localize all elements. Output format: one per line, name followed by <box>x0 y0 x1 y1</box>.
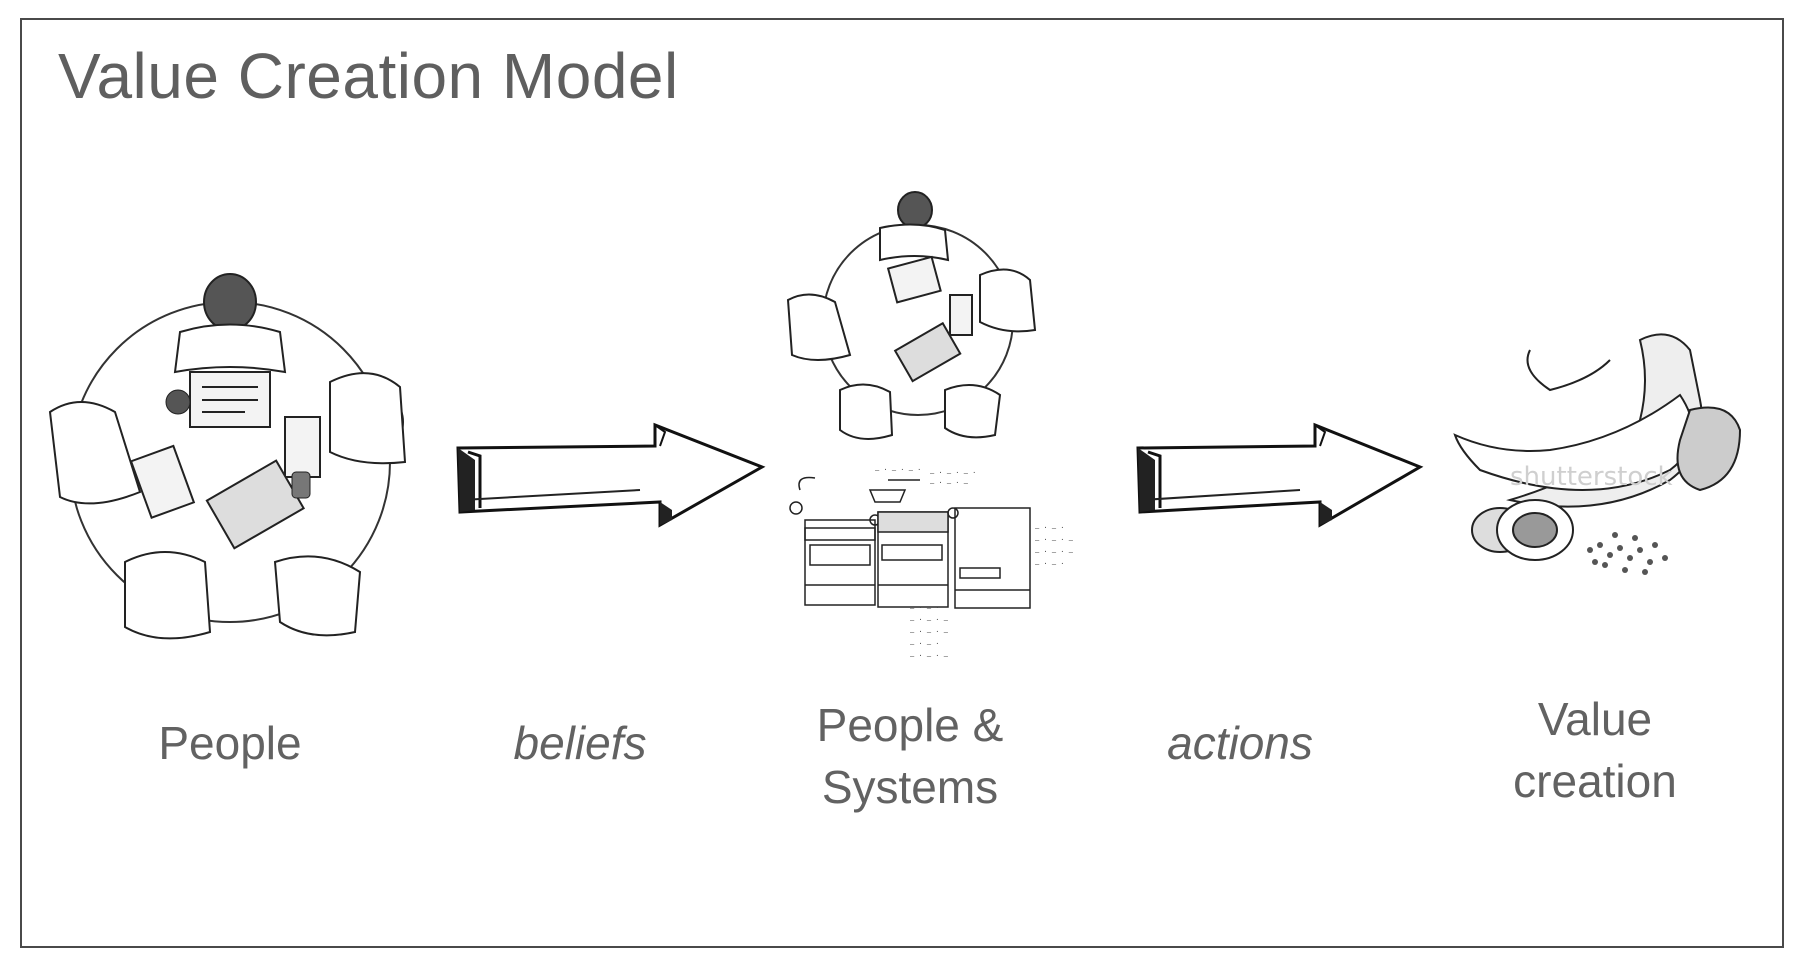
meeting-table-icon <box>30 262 420 662</box>
svg-text:— · — ·: — · — · <box>1035 560 1065 568</box>
stage-label-value-creation: Value creation <box>1470 688 1720 812</box>
connector-label-text: beliefs <box>513 717 647 769</box>
chili-pepper-icon: shutterstock <box>1440 320 1770 610</box>
svg-text:— · — · —: — · — · — <box>1035 548 1074 556</box>
svg-text:— · — ·: — · — · <box>910 640 940 648</box>
connector-label-text: actions <box>1167 717 1313 769</box>
arrow-right-icon <box>1130 420 1430 535</box>
svg-text:— · — · —: — · — · — <box>1035 536 1074 544</box>
meeting-and-wireframe-icon: — · — · — · — · — · — · — · — · — — · — … <box>780 190 1100 670</box>
diagram-frame <box>20 18 1784 948</box>
svg-text:— · — · — ·: — · — · — · <box>930 469 976 477</box>
stage-label-people-systems: People & Systems <box>770 694 1050 818</box>
stage-label-line: People & <box>816 699 1004 751</box>
arrow-right-icon <box>450 420 770 535</box>
stage-label-line: People <box>158 717 302 769</box>
stage-label-line: creation <box>1513 755 1677 807</box>
svg-text:— · — ·: — · — · <box>1035 524 1065 532</box>
svg-text:— · — · —: — · — · — <box>910 628 949 636</box>
svg-text:— · — · —: — · — · — <box>930 479 969 487</box>
connector-label-beliefs: beliefs <box>460 712 700 774</box>
svg-text:— · — · —: — · — · — <box>910 652 949 660</box>
stage-label-people: People <box>110 712 350 774</box>
stage-label-line: Systems <box>821 761 999 813</box>
svg-text:— · — · —: — · — · — <box>910 616 949 624</box>
diagram-title: Value Creation Model <box>58 40 679 112</box>
watermark-text: shutterstock <box>1510 462 1673 492</box>
stage-label-line: Value <box>1537 693 1653 745</box>
svg-text:— · — ·: — · — · <box>910 604 940 612</box>
connector-label-actions: actions <box>1120 712 1360 774</box>
svg-text:— · — · — ·: — · — · — · <box>875 466 921 474</box>
